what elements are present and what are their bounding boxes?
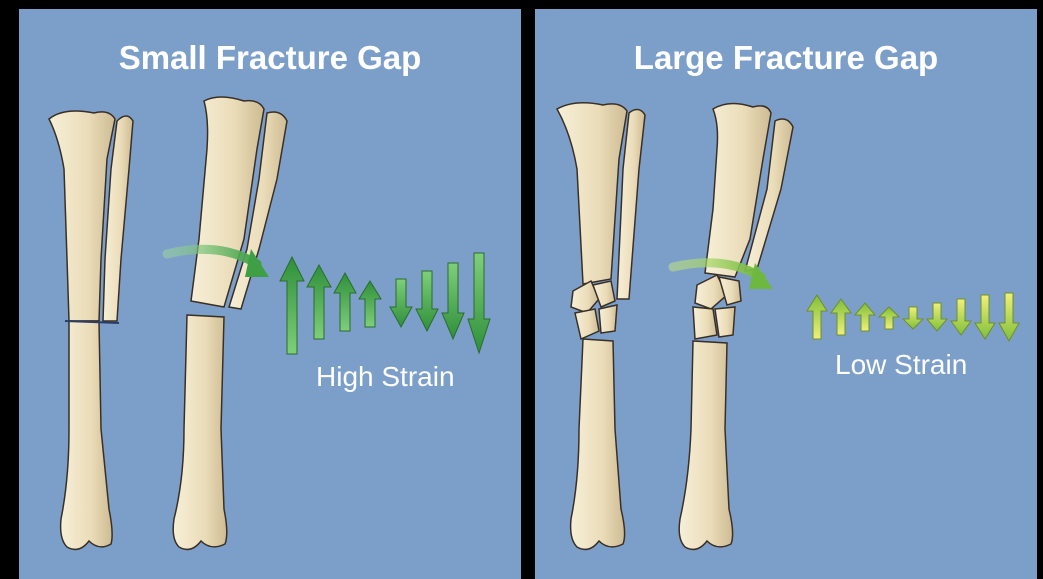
intact-bone-upper	[49, 111, 133, 321]
small-gap-panel: Small Fracture Gap	[19, 9, 521, 579]
small-gap-illustration	[19, 9, 521, 579]
strain-arrow-up-4	[359, 281, 381, 327]
bent-bone-lower	[173, 315, 227, 549]
strain-arrow-down-3	[442, 263, 464, 339]
strain-arrow-up-1	[280, 257, 304, 354]
strain-arrow-down-1	[390, 279, 412, 327]
strain-arrow-down-4	[468, 253, 490, 353]
strain-arrow-down-5	[999, 293, 1019, 341]
strain-arrow-up-3	[855, 303, 875, 331]
bent-bone-upper	[191, 97, 287, 309]
low-strain-arrows	[807, 293, 1019, 341]
bone-fragment	[575, 309, 599, 339]
bone-fragment	[719, 277, 741, 305]
strain-arrow-up-2	[307, 265, 331, 339]
high-strain-label: High Strain	[316, 361, 455, 393]
strain-arrow-down-4	[975, 295, 995, 339]
bone-fragment	[715, 307, 735, 337]
strain-arrow-up-4	[879, 307, 899, 329]
comminuted-bone-right	[679, 103, 793, 549]
large-gap-illustration	[535, 9, 1037, 579]
bone-fragment	[599, 305, 617, 333]
strain-arrow-down-3	[951, 299, 971, 335]
bone-fragment	[693, 307, 717, 339]
high-strain-arrows	[280, 253, 490, 354]
strain-arrow-down-2	[416, 271, 438, 331]
strain-arrow-down-2	[927, 303, 947, 331]
strain-arrow-down-1	[903, 307, 923, 329]
large-gap-panel: Large Fracture Gap	[535, 9, 1037, 579]
strain-arrow-up-3	[334, 273, 356, 331]
strain-arrow-up-1	[807, 295, 827, 339]
strain-arrow-up-2	[831, 299, 851, 335]
intact-bone-lower	[61, 321, 113, 549]
comminuted-bone-left	[557, 103, 645, 550]
low-strain-label: Low Strain	[835, 349, 967, 381]
